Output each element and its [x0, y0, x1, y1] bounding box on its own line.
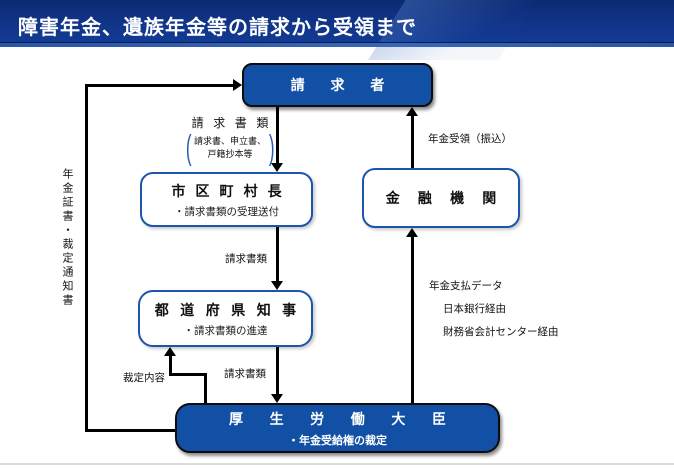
label-ruling-content: 裁定内容	[123, 372, 165, 384]
edge-certificate-vertical-line	[85, 84, 88, 432]
header-bar: 障害年金、遺族年金等の請求から受領まで	[0, 0, 674, 60]
node-claimant-label: 請求者	[290, 77, 411, 93]
edge-ruling-vertical2-line	[169, 355, 172, 375]
node-municipality-sub: ・請求書類の受理送付	[174, 205, 279, 218]
label-pension-receipt: 年金受領（振込）	[428, 133, 512, 145]
node-claimant: 請求者	[242, 63, 433, 107]
arrowhead-to-muni-icon	[271, 163, 283, 172]
label-via-boj: 日本銀行経由	[443, 303, 506, 315]
label-payment-data: 年金支払データ	[429, 280, 503, 292]
arrowhead-to-claimant-icon	[233, 79, 242, 91]
edge-ruling-vertical1-line	[204, 373, 207, 403]
node-prefecture-sub: ・請求書類の進達	[183, 324, 268, 337]
edge-muni-to-pref-line	[276, 227, 279, 282]
node-prefecture-label: 都道府県知事	[154, 301, 308, 318]
arrowhead-to-claimant-top-icon	[406, 107, 418, 116]
edge-certificate-bottom-line	[85, 429, 176, 432]
edge-minister-to-bank-line	[411, 236, 414, 403]
close-paren-icon: )	[268, 129, 275, 167]
header-bottom-strip	[0, 42, 674, 47]
arrowhead-ruling-icon	[164, 347, 176, 356]
edge-ruling-horizontal-line	[169, 373, 207, 376]
node-minister-sub: ・年金受給権の裁定	[288, 434, 387, 447]
node-bank: 金融機関	[362, 168, 520, 228]
arrowhead-to-pref-icon	[271, 281, 283, 290]
edge-claimant-to-muni-line	[276, 107, 279, 164]
arrowhead-to-minister-icon	[271, 394, 283, 403]
page-title: 障害年金、遺族年金等の請求から受領まで	[18, 17, 417, 39]
callout-note-line1: 請求書、申立書、	[193, 136, 266, 146]
node-bank-label: 金融機関	[385, 190, 515, 206]
arrowhead-to-bank-icon	[406, 228, 418, 237]
callout-claim-docs-note: ( 請求書、申立書、 戸籍抄本等 )	[168, 131, 292, 165]
label-via-mof: 財務省会計センター経由	[443, 326, 559, 338]
label-certificate-notice: 年金証書・裁定通知書	[61, 168, 73, 308]
bottom-divider	[0, 463, 674, 465]
edge-certificate-top-line	[85, 84, 233, 87]
node-municipality-label: 市区町村長	[171, 182, 292, 199]
node-minister-label: 厚生労働大臣	[228, 410, 473, 427]
label-claim-docs-mid: 請求書類	[225, 253, 267, 265]
callout-claim-docs-title: 請求書類	[191, 116, 278, 130]
edge-bank-to-claimant-line	[411, 115, 414, 168]
open-paren-icon: (	[185, 129, 192, 167]
node-prefecture: 都道府県知事 ・請求書類の進達	[138, 290, 313, 347]
node-municipality: 市区町村長 ・請求書類の受理送付	[140, 172, 313, 227]
label-claim-docs-low: 請求書類	[224, 368, 266, 380]
edge-pref-to-minister-line	[276, 347, 279, 395]
callout-note-line2: 戸籍抄本等	[207, 149, 253, 159]
node-minister: 厚生労働大臣 ・年金受給権の裁定	[175, 403, 500, 453]
